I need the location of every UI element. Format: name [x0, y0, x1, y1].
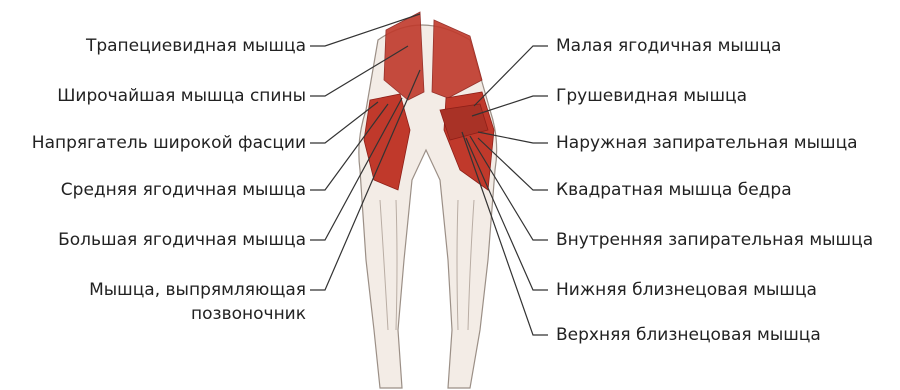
label-latissimus-dorsi: Широчайшая мышца спины: [57, 86, 306, 106]
label-obturator-externus: Наружная запирательная мышца: [556, 133, 858, 153]
label-erector-spinae-line1: Мышца, выпрямляющая: [89, 280, 306, 300]
label-gluteus-minimus: Малая ягодичная мышца: [556, 36, 781, 56]
label-obturator-internus: Внутренняя запирательная мышца: [556, 230, 873, 250]
label-trapezius: Трапециевидная мышца: [86, 36, 306, 56]
label-piriformis: Грушевидная мышца: [556, 86, 747, 106]
label-quadratus-femoris: Квадратная мышца бедра: [556, 180, 792, 200]
label-erector-spinae-line2: позвоночник: [191, 304, 306, 324]
label-gluteus-medius: Средняя ягодичная мышца: [61, 180, 306, 200]
label-gemellus-inferior: Нижняя близнецовая мышца: [556, 280, 817, 300]
label-gemellus-superior: Верхняя близнецовая мышца: [556, 325, 821, 345]
label-gluteus-maximus: Большая ягодичная мышца: [58, 230, 306, 250]
label-tensor-fasciae-latae: Напрягатель широкой фасции: [32, 133, 306, 153]
